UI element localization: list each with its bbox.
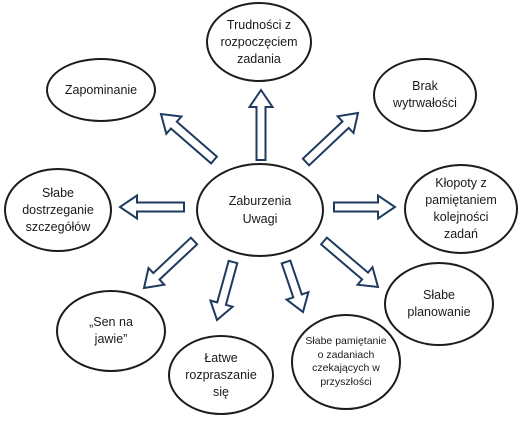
node-latwe-label: Łatwe rozpraszanie się bbox=[185, 350, 257, 399]
node-zapominanie: Zapominanie bbox=[46, 58, 156, 122]
node-slabe-pamietanie-label: Słabe pamiętanie o zadaniach czekających… bbox=[305, 335, 387, 388]
node-slabe-planowanie: Słabe planowanie bbox=[384, 262, 494, 346]
arrow-to-sen bbox=[142, 236, 199, 290]
arrow-to-slabe-dostrzeganie bbox=[118, 193, 185, 221]
node-trudnosci-label: Trudności z rozpoczęciem zadania bbox=[220, 17, 298, 66]
node-klopoty-label: Kłopoty z pamiętaniem kolejności zadań bbox=[425, 176, 497, 241]
arrow-to-slabe-pamietanie bbox=[280, 259, 310, 314]
center-label: Zaburzenia Uwagi bbox=[228, 194, 292, 226]
arrow-to-zapominanie bbox=[159, 112, 219, 165]
node-slabe-pamietanie: Słabe pamiętanie o zadaniach czekających… bbox=[291, 314, 401, 410]
node-slabe-planowanie-label: Słabe planowanie bbox=[407, 288, 471, 319]
arrow-to-latwe bbox=[208, 259, 239, 322]
arrow-to-slabe-planowanie bbox=[319, 236, 380, 289]
node-slabe-dostrzeganie-label: Słabe dostrzeganie szczegółów bbox=[22, 185, 94, 234]
node-latwe: Łatwe rozpraszanie się bbox=[168, 335, 274, 415]
node-brak: Brak wytrwałości bbox=[373, 58, 477, 132]
arrow-to-brak bbox=[301, 111, 360, 167]
center-node: Zaburzenia Uwagi bbox=[196, 163, 324, 257]
arrow-to-klopoty bbox=[333, 193, 397, 221]
node-slabe-dostrzeganie: Słabe dostrzeganie szczegółów bbox=[4, 168, 112, 252]
node-trudnosci: Trudności z rozpoczęciem zadania bbox=[206, 2, 312, 82]
node-klopoty: Kłopoty z pamiętaniem kolejności zadań bbox=[404, 164, 518, 254]
node-sen-label: „Sen na jawie” bbox=[89, 315, 133, 346]
node-sen: „Sen na jawie” bbox=[56, 290, 166, 372]
node-brak-label: Brak wytrwałości bbox=[393, 79, 457, 110]
arrow-to-trudnosci bbox=[247, 88, 275, 161]
node-zapominanie-label: Zapominanie bbox=[64, 82, 138, 97]
